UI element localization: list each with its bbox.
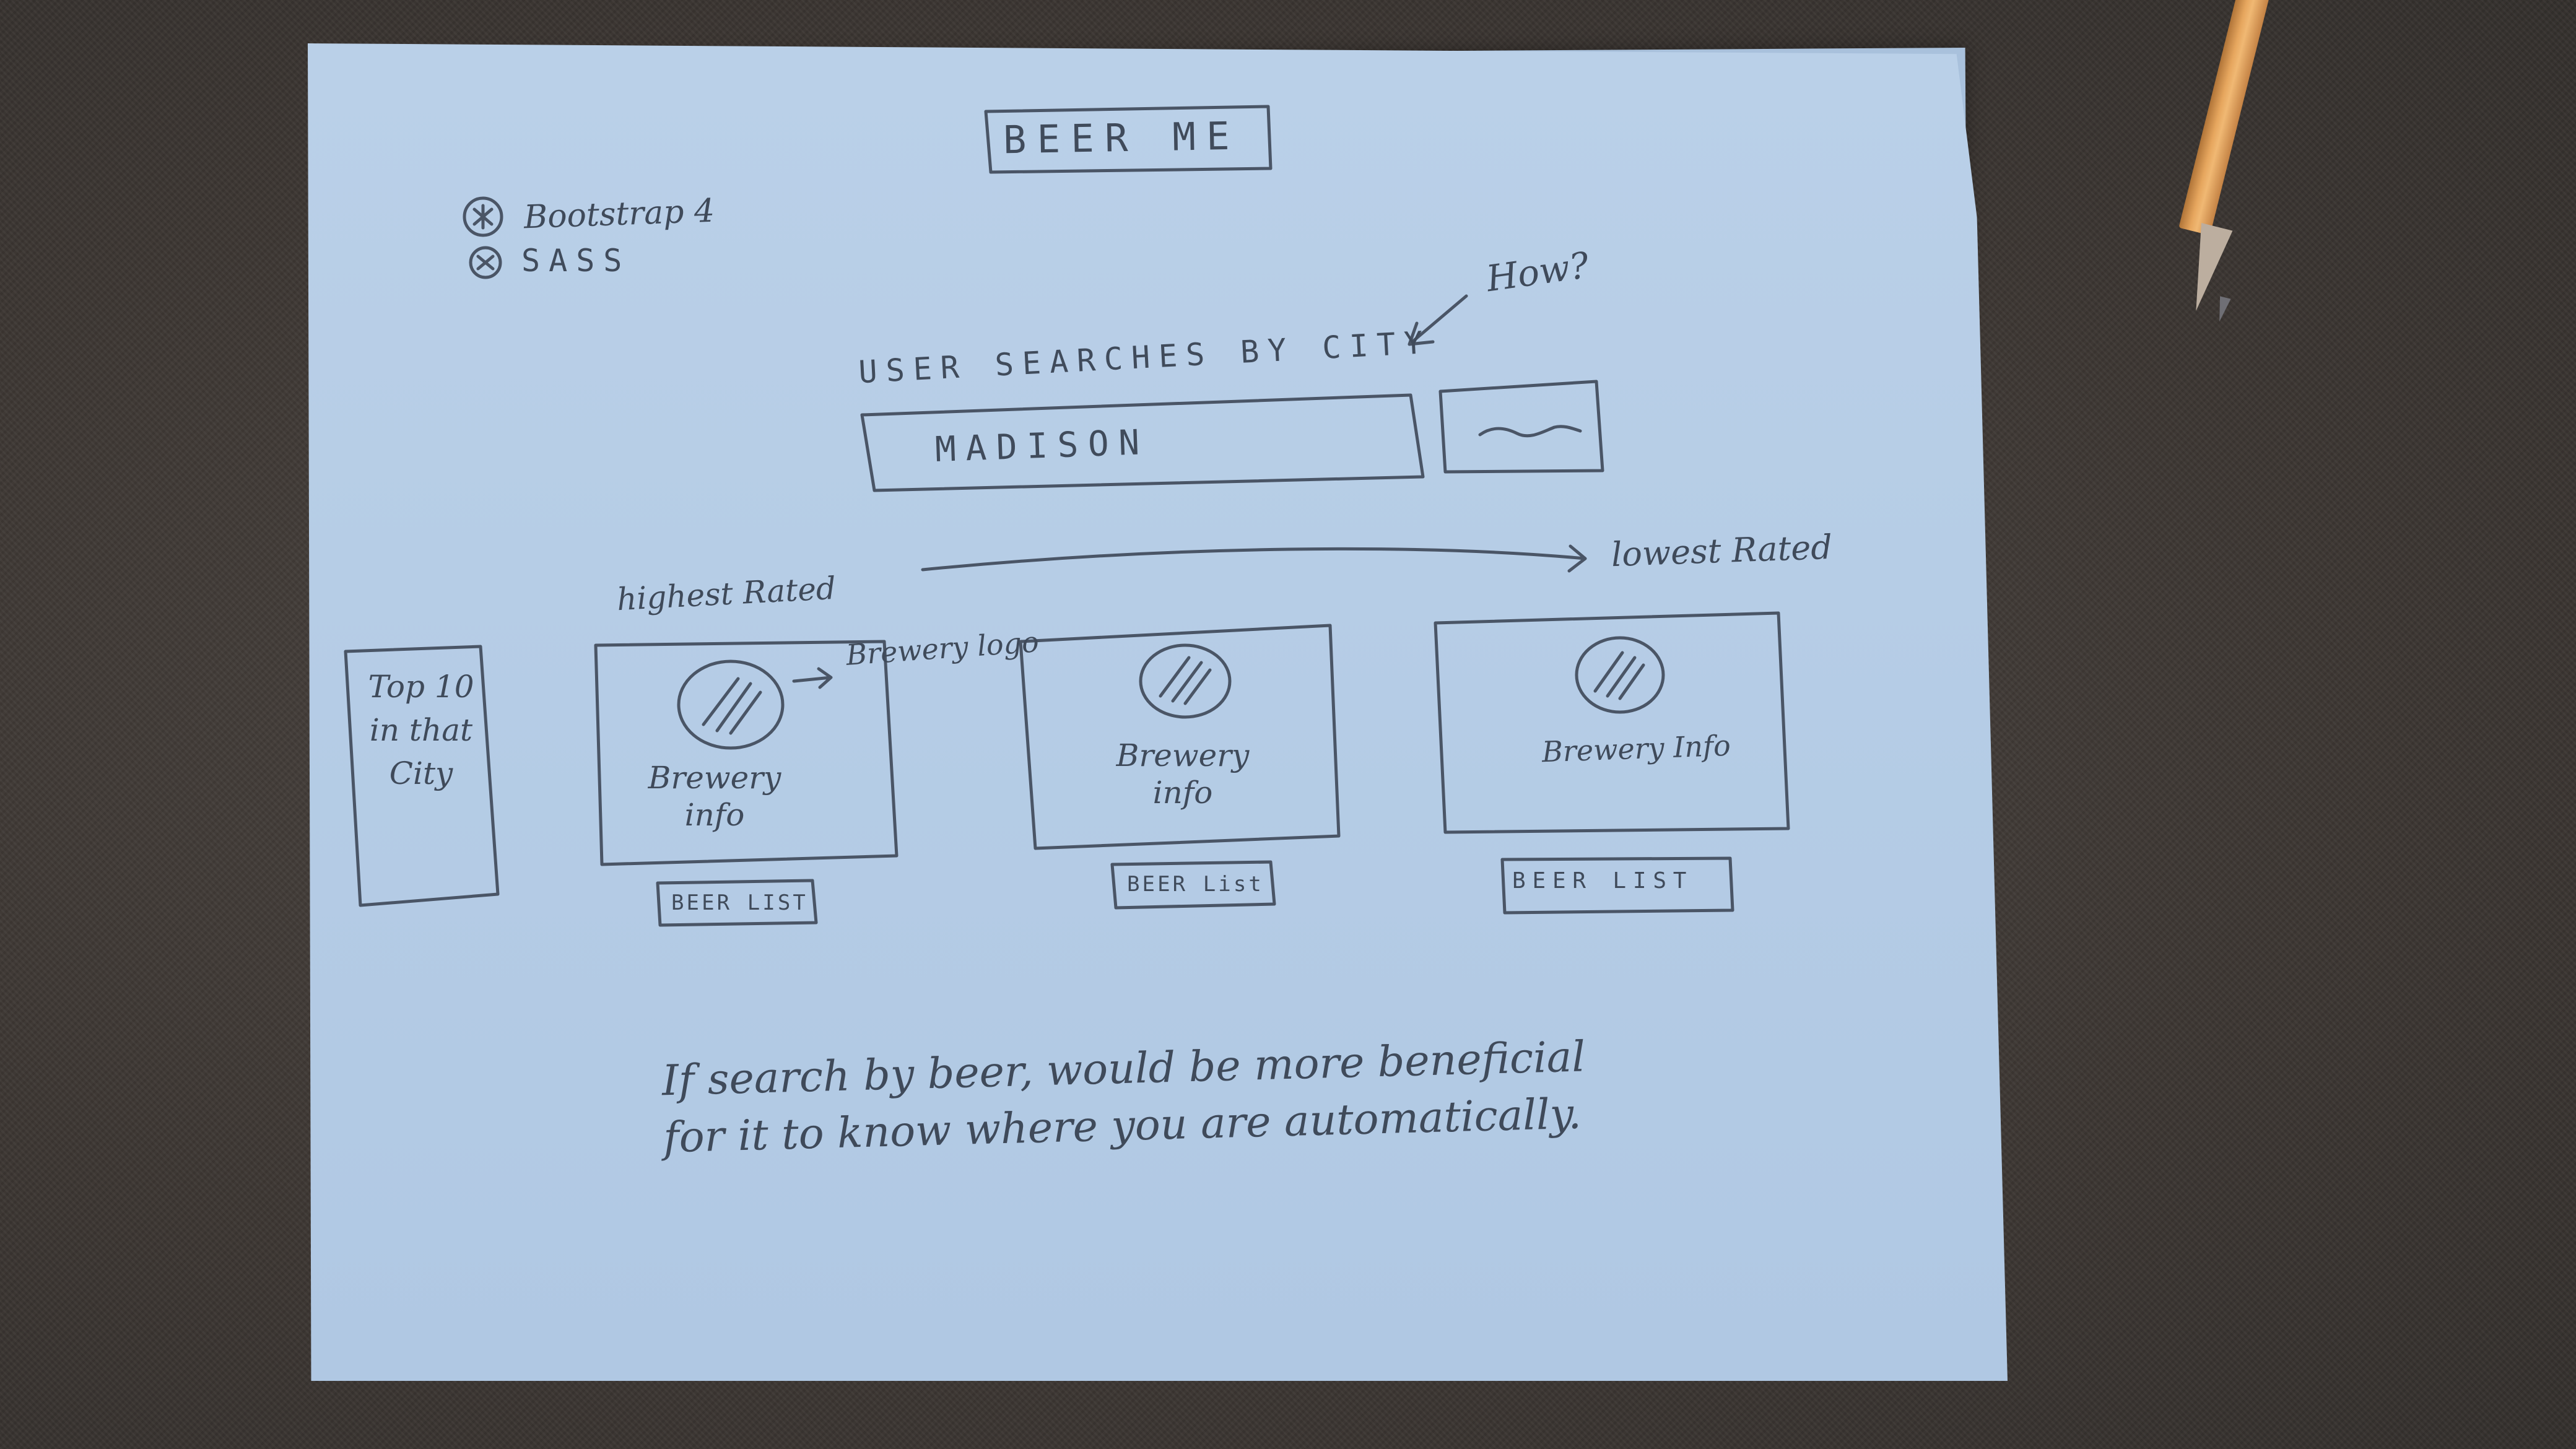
card-1-box: [594, 640, 899, 866]
card-3-button-box: [1500, 856, 1734, 915]
card-1-info: Brewery info: [648, 760, 781, 833]
paper-sheet: [308, 43, 2008, 1381]
card-2-logo-icon: [1139, 643, 1232, 719]
logo-arrow: [792, 667, 833, 689]
card-1-button-box: [656, 879, 818, 927]
how-arrow: [1408, 294, 1468, 346]
search-input-value: MADISON: [934, 422, 1150, 471]
search-input-box: [860, 393, 1425, 492]
card-3-info: Brewery Info: [1541, 728, 1731, 769]
title-box: [984, 105, 1273, 174]
card-3-beer-list-button[interactable]: BEER LIST: [1512, 868, 1694, 894]
sidebar-box: [344, 645, 500, 907]
card-2-beer-list-button[interactable]: BEER List: [1127, 872, 1264, 897]
card-2-box: [1019, 624, 1341, 850]
card-3-logo-icon: [1575, 636, 1665, 714]
card-1-logo-icon: [677, 659, 785, 750]
search-button-squiggle: [1478, 425, 1582, 438]
rating-label-right: lowest Rated: [1611, 527, 1833, 575]
search-button-box: [1438, 380, 1604, 474]
bullet-2-icon: [469, 246, 502, 279]
card-2-button-box: [1110, 860, 1276, 910]
card-1-beer-list-button[interactable]: BEER LIST: [671, 890, 808, 915]
page-title: BEER ME: [1003, 113, 1241, 163]
card-2-info: Brewery info: [1116, 738, 1250, 811]
card-3-box: [1434, 611, 1790, 834]
sidebar-text: Top 10 in that City: [368, 669, 474, 791]
tech-item-bootstrap: Bootstrap 4: [523, 192, 716, 237]
bullet-1-icon: [463, 196, 503, 237]
tech-item-sass: SASS: [521, 243, 631, 279]
rating-arrow: [921, 544, 1587, 573]
